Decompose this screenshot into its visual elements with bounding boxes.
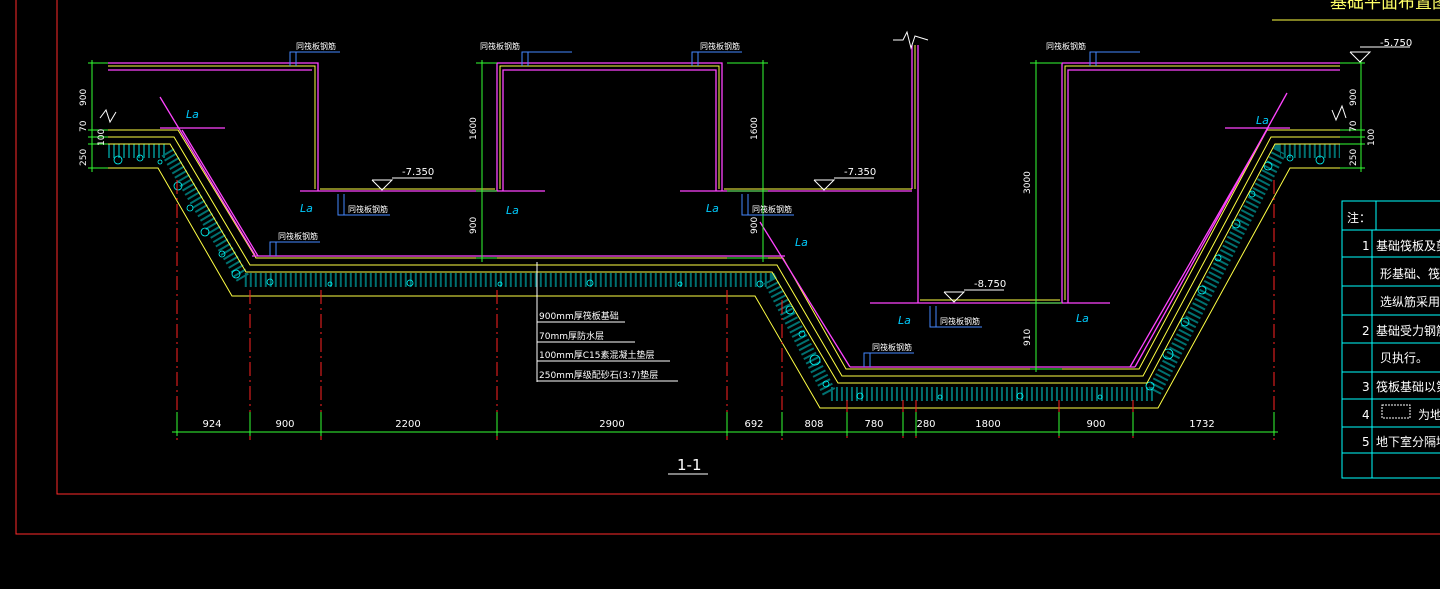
dim-900-b: 900	[750, 217, 760, 234]
note-text-2b: 贝执行。	[1380, 351, 1428, 365]
dim-bottom-8: 280	[916, 419, 935, 430]
drawing-title: 基础平面布置图	[1330, 0, 1440, 13]
rebar-label-3: 同筏板钢筋	[700, 41, 740, 51]
note-text-4: 为地	[1418, 408, 1440, 422]
axis-lines	[176, 180, 1275, 440]
inner-frame	[56, 0, 1440, 495]
la-label-8: La	[1256, 114, 1269, 127]
dim-bottom-4: 2900	[599, 419, 624, 430]
la-label-5: La	[795, 236, 808, 249]
layer-1: 900mm厚筏板基础	[539, 310, 619, 322]
break-symbol	[893, 30, 929, 50]
dim-right-250: 250	[1349, 149, 1359, 166]
notes-table	[1341, 200, 1440, 479]
rebar-leaders	[269, 51, 1140, 367]
la-label-4: La	[706, 202, 719, 215]
dim-910: 910	[1023, 329, 1033, 346]
dim-left-250: 250	[79, 149, 89, 166]
dim-right-100: 100	[1367, 129, 1377, 146]
la-label-7: La	[1076, 312, 1089, 325]
dim-bottom-6: 808	[804, 419, 823, 430]
note-text-3: 筏板基础以第3	[1376, 380, 1440, 394]
dim-right-900: 900	[1349, 89, 1359, 106]
elevation-label-2: -7.350	[402, 167, 434, 178]
notes-header: 注：	[1347, 210, 1371, 225]
dim-1600-a: 1600	[469, 117, 479, 140]
section-title: 1-1	[677, 456, 702, 474]
hatch-circles	[113, 154, 1325, 400]
note-text-1: 基础筏板及剪力	[1376, 238, 1440, 253]
outer-frame	[15, 0, 1440, 535]
dim-left-70: 70	[79, 120, 89, 132]
hatch-legend-swatch	[1381, 404, 1411, 419]
dim-1600-b: 1600	[750, 117, 760, 140]
elevation-markers	[371, 46, 1410, 303]
la-label-3: La	[506, 204, 519, 217]
rebar-label-7: 同筏板钢筋	[940, 316, 980, 326]
note-text-2: 基础受力钢筋	[1376, 323, 1440, 338]
break-symbol-right	[1331, 104, 1347, 122]
dim-bottom-10: 900	[1086, 419, 1105, 430]
layer-2: 70mm厚防水层	[539, 330, 604, 342]
la-label-1: La	[186, 108, 199, 121]
walls	[108, 45, 1340, 368]
rebar-label-5: 同筏板钢筋	[348, 204, 388, 214]
layer-3: 100mm厚C15素混凝土垫层	[539, 349, 654, 361]
dim-bottom-1: 924	[202, 419, 221, 430]
elevation-label-3: -7.350	[844, 167, 876, 178]
note-num-3: 3	[1362, 380, 1370, 394]
la-label-2: La	[300, 202, 313, 215]
right-vertical-dimension	[1340, 60, 1365, 172]
note-text-5: 地下室分隔墙	[1376, 434, 1440, 449]
rebar-label-6: 同筏板钢筋	[752, 204, 792, 214]
rebar-label-4: 同筏板钢筋	[1046, 41, 1086, 51]
note-num-5: 5	[1362, 435, 1370, 449]
rebar-label-8: 同筏板钢筋	[278, 231, 318, 241]
rebar-label-2: 同筏板钢筋	[480, 41, 520, 51]
left-vertical-dimension	[88, 60, 108, 172]
dim-bottom-2: 900	[275, 419, 294, 430]
note-text-1c: 选纵筋采用Φ	[1380, 294, 1440, 309]
dim-bottom-3: 2200	[395, 419, 420, 430]
dim-bottom-7: 780	[864, 419, 883, 430]
dim-left-100: 100	[97, 129, 107, 146]
dim-right-70: 70	[1349, 120, 1359, 132]
dim-left-900: 900	[79, 89, 89, 106]
dim-bottom-9: 1800	[975, 419, 1000, 430]
note-num-1: 1	[1362, 239, 1370, 253]
hatch-band	[108, 144, 1340, 401]
dim-bottom-11: 1732	[1189, 419, 1214, 430]
internal-dimension-lines	[476, 60, 1062, 372]
slab-outline	[108, 129, 1340, 409]
rebar-label-1: 同筏板钢筋	[296, 41, 336, 51]
note-num-4: 4	[1362, 408, 1370, 422]
dim-900-a: 900	[469, 217, 479, 234]
note-text-1b: 形基础、筏形	[1380, 267, 1440, 281]
elevation-label-1: -5.750	[1380, 38, 1412, 49]
rebar-label-9: 同筏板钢筋	[872, 342, 912, 352]
bottom-dimension	[172, 412, 1278, 436]
wall-inner-lines	[108, 45, 1340, 301]
dim-3000: 3000	[1023, 171, 1033, 194]
layer-callout	[536, 262, 678, 382]
la-label-6: La	[898, 314, 911, 327]
dim-bottom-5: 692	[744, 419, 763, 430]
elevation-label-4: -8.750	[974, 279, 1006, 290]
layer-4: 250mm厚级配砂石(3:7)垫层	[539, 369, 658, 381]
note-num-2: 2	[1362, 324, 1370, 338]
break-symbol-left	[99, 108, 117, 124]
